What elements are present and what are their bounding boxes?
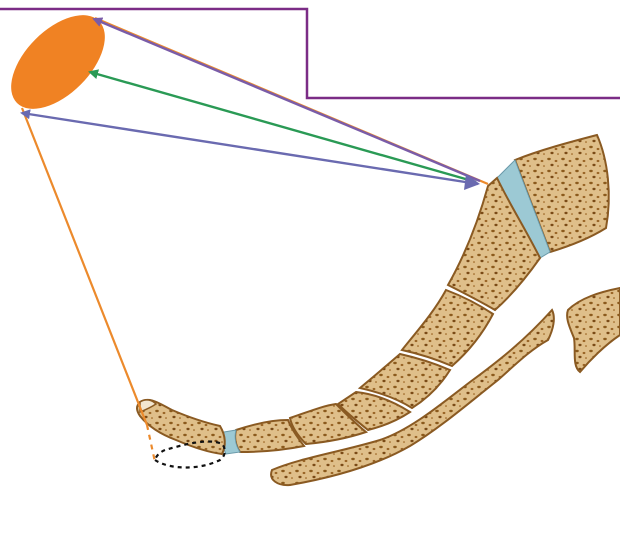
green-arrow <box>90 72 476 182</box>
orange-descending-line <box>22 108 147 425</box>
right-bone-fragment <box>567 288 620 372</box>
focus-ellipse <box>0 0 122 126</box>
bone-chain <box>137 135 609 454</box>
orange-dashed-segment <box>147 425 155 462</box>
violet-arrow <box>94 19 480 181</box>
blue-arrow <box>22 113 478 184</box>
